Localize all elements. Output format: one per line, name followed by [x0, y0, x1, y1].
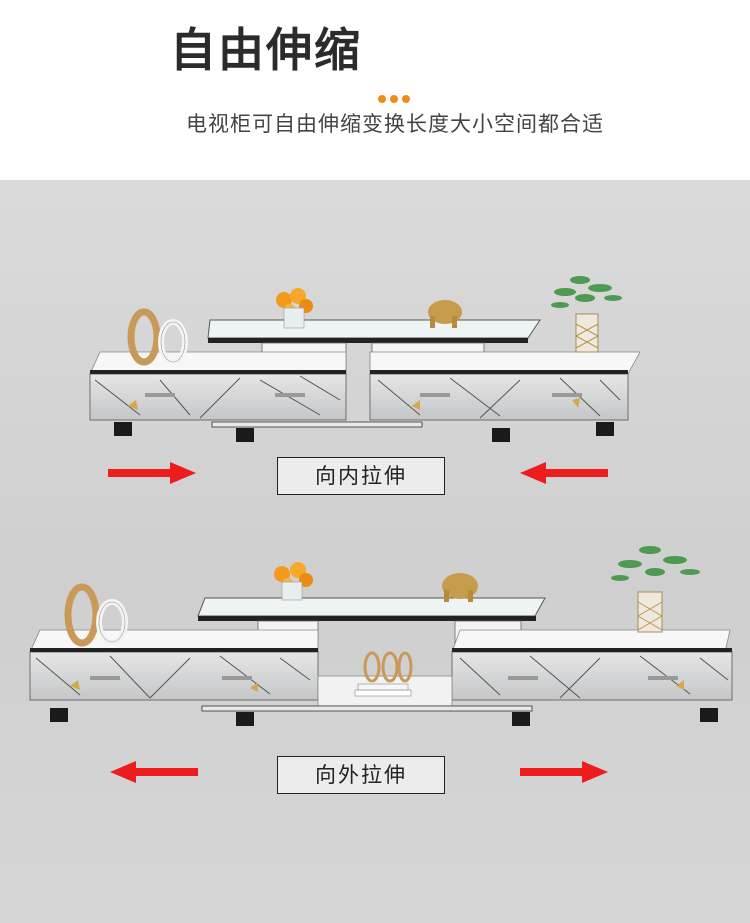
tv-cabinet-inward-image	[89, 276, 641, 484]
scene-inward: 向内拉伸	[0, 250, 750, 620]
dot-icon	[378, 95, 386, 103]
dot-icon	[402, 95, 410, 103]
stretch-inward-label: 向内拉伸	[277, 457, 445, 495]
decorative-dots	[378, 88, 414, 107]
stretch-outward-label: 向外拉伸	[277, 756, 445, 794]
page-subtitle: 电视柜可自由伸缩变换长度大小空间都合适	[186, 112, 604, 136]
header-section: 自由伸缩 电视柜可自由伸缩变换长度大小空间都合适	[0, 0, 750, 180]
scene-outward: 向外拉伸	[0, 530, 750, 900]
dot-icon	[390, 95, 398, 103]
product-showcase-panel	[0, 180, 750, 923]
tv-cabinet-outward-image	[29, 546, 733, 783]
page-title: 自由伸缩	[170, 23, 362, 77]
